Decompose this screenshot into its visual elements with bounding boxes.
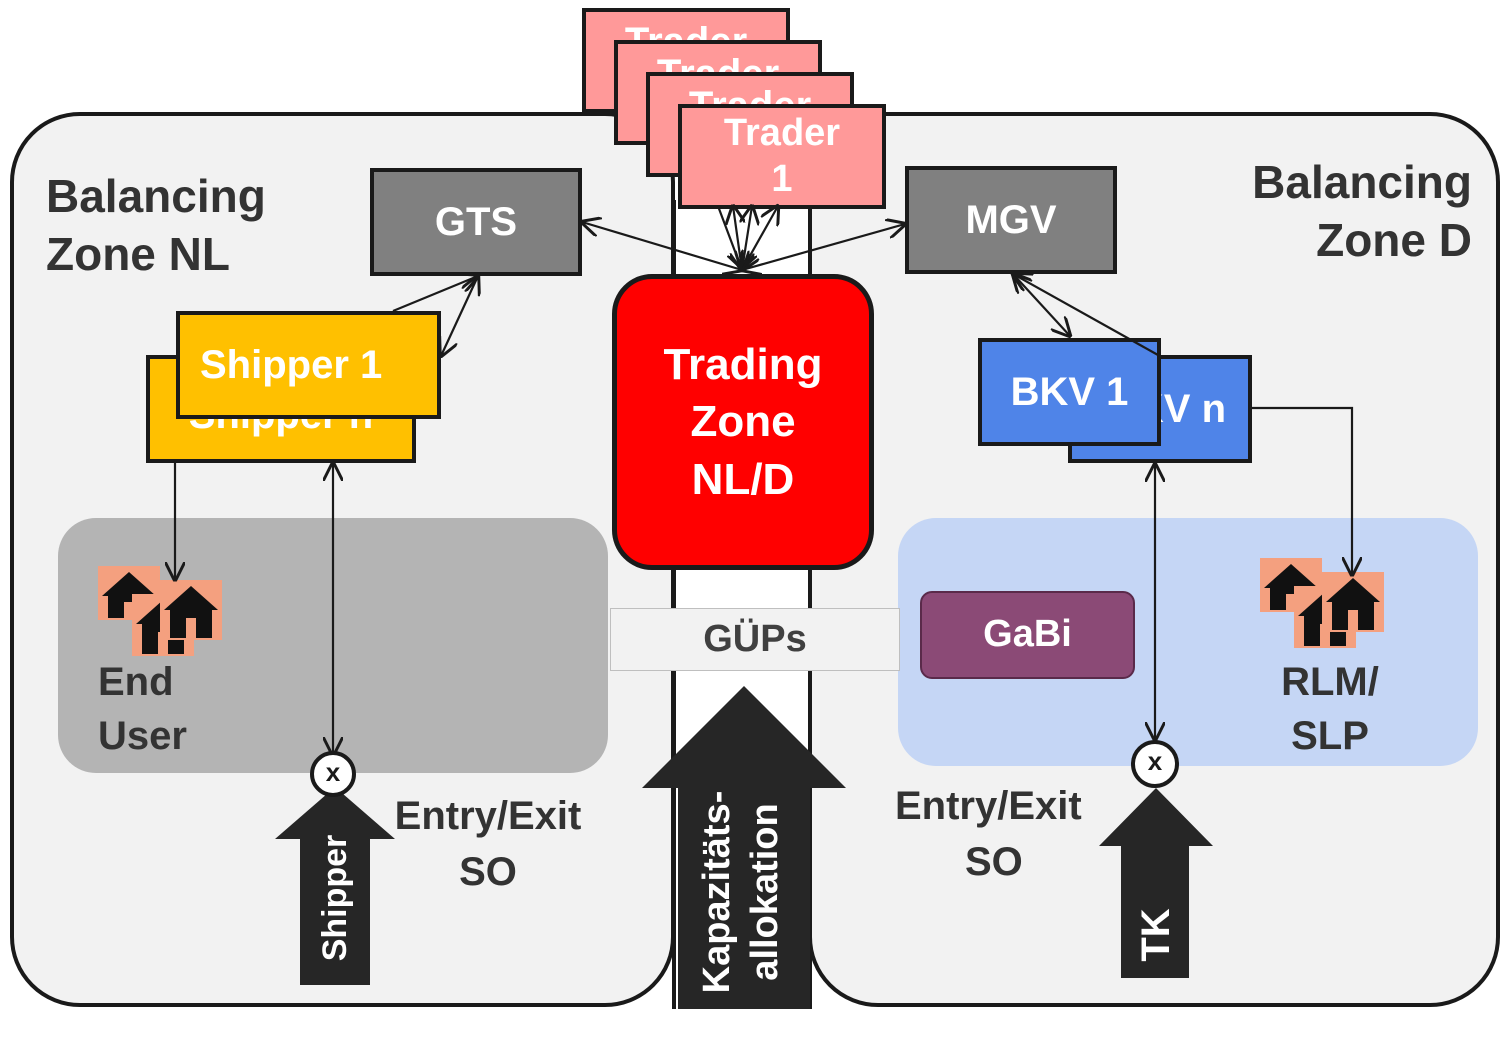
trader-1-line2: 1 <box>771 157 793 200</box>
connector-mgv-bkv1 <box>1013 274 1070 336</box>
x-marker-d <box>1131 740 1179 788</box>
connector-mgv-trading <box>742 224 905 270</box>
zone-d-line2: Zone D <box>1316 213 1472 266</box>
entry-exit-nl-label: Entry/Exit SO <box>378 788 598 900</box>
end-user-line1: End <box>98 660 174 704</box>
zone-nl-line2: Zone NL <box>46 227 230 280</box>
connector-lines <box>0 0 1501 797</box>
gabi-box: GaBi <box>920 591 1135 679</box>
zone-d-label: Balancing Zone D <box>1150 154 1472 269</box>
zone-d-line1: Balancing <box>1252 156 1472 208</box>
trading-zone-line2: Zone <box>690 397 796 447</box>
x-marker-d-label: x <box>1147 746 1163 776</box>
house-icon-front <box>1322 572 1384 632</box>
trading-zone-line3: NL/D <box>691 454 795 504</box>
zone-nl-label: Balancing Zone NL <box>46 168 346 283</box>
end-user-label: End User <box>98 655 208 763</box>
connector-gts-shipper-top <box>392 276 478 313</box>
connector-bkv-rlm <box>1252 406 1352 575</box>
entry-exit-d-line2: SO <box>965 840 1023 884</box>
connector-trader-c <box>742 206 778 270</box>
shipper-1-label: Shipper 1 <box>200 343 383 387</box>
bkv-1-label: BKV 1 <box>1010 370 1129 414</box>
rlm-slp-label: RLM/ SLP <box>1260 655 1400 763</box>
rlm-slp-line1: RLM/ <box>1281 660 1379 704</box>
trading-zone-box: Trading Zone NL/D <box>612 274 874 570</box>
x-marker-nl <box>310 751 356 797</box>
zone-nl-line1: Balancing <box>46 170 266 222</box>
house-icon-front <box>160 580 222 640</box>
connector-mgv-bkvn <box>1013 274 1159 356</box>
rlm-slp-line2: SLP <box>1291 714 1369 758</box>
gueps-box: GÜPs <box>610 608 900 671</box>
entry-exit-d-label: Entry/Exit SO <box>895 778 1115 890</box>
mgv-label: MGV <box>965 198 1057 242</box>
bkv-1-box: BKV 1 <box>978 338 1161 446</box>
mgv-box: MGV <box>905 166 1117 274</box>
gabi-label: GaBi <box>983 613 1072 656</box>
trading-zone-line1: Trading <box>663 340 823 390</box>
houses-icon <box>1260 558 1384 648</box>
entry-exit-nl-line1: Entry/Exit <box>394 794 582 838</box>
kapazitaet-arrow <box>642 686 846 1009</box>
trader-1-line1: Trader <box>723 111 841 154</box>
gueps-label: GÜPs <box>703 617 807 660</box>
x-marker-nl-label: x <box>325 757 341 787</box>
connector-trader-d <box>716 205 744 271</box>
tk-arrow <box>1099 788 1213 978</box>
entry-exit-d-line1: Entry/Exit <box>895 784 1082 828</box>
shipper-1-box: Shipper 1 <box>176 311 441 419</box>
houses-icon <box>98 566 222 656</box>
shipper-arrow <box>275 787 395 985</box>
connector-gts-trading <box>582 222 742 270</box>
entry-exit-nl-line2: SO <box>459 850 517 894</box>
gts-label: GTS <box>434 200 518 244</box>
trader-box-1: Trader 1 <box>678 104 886 209</box>
end-user-line2: User <box>98 714 187 758</box>
